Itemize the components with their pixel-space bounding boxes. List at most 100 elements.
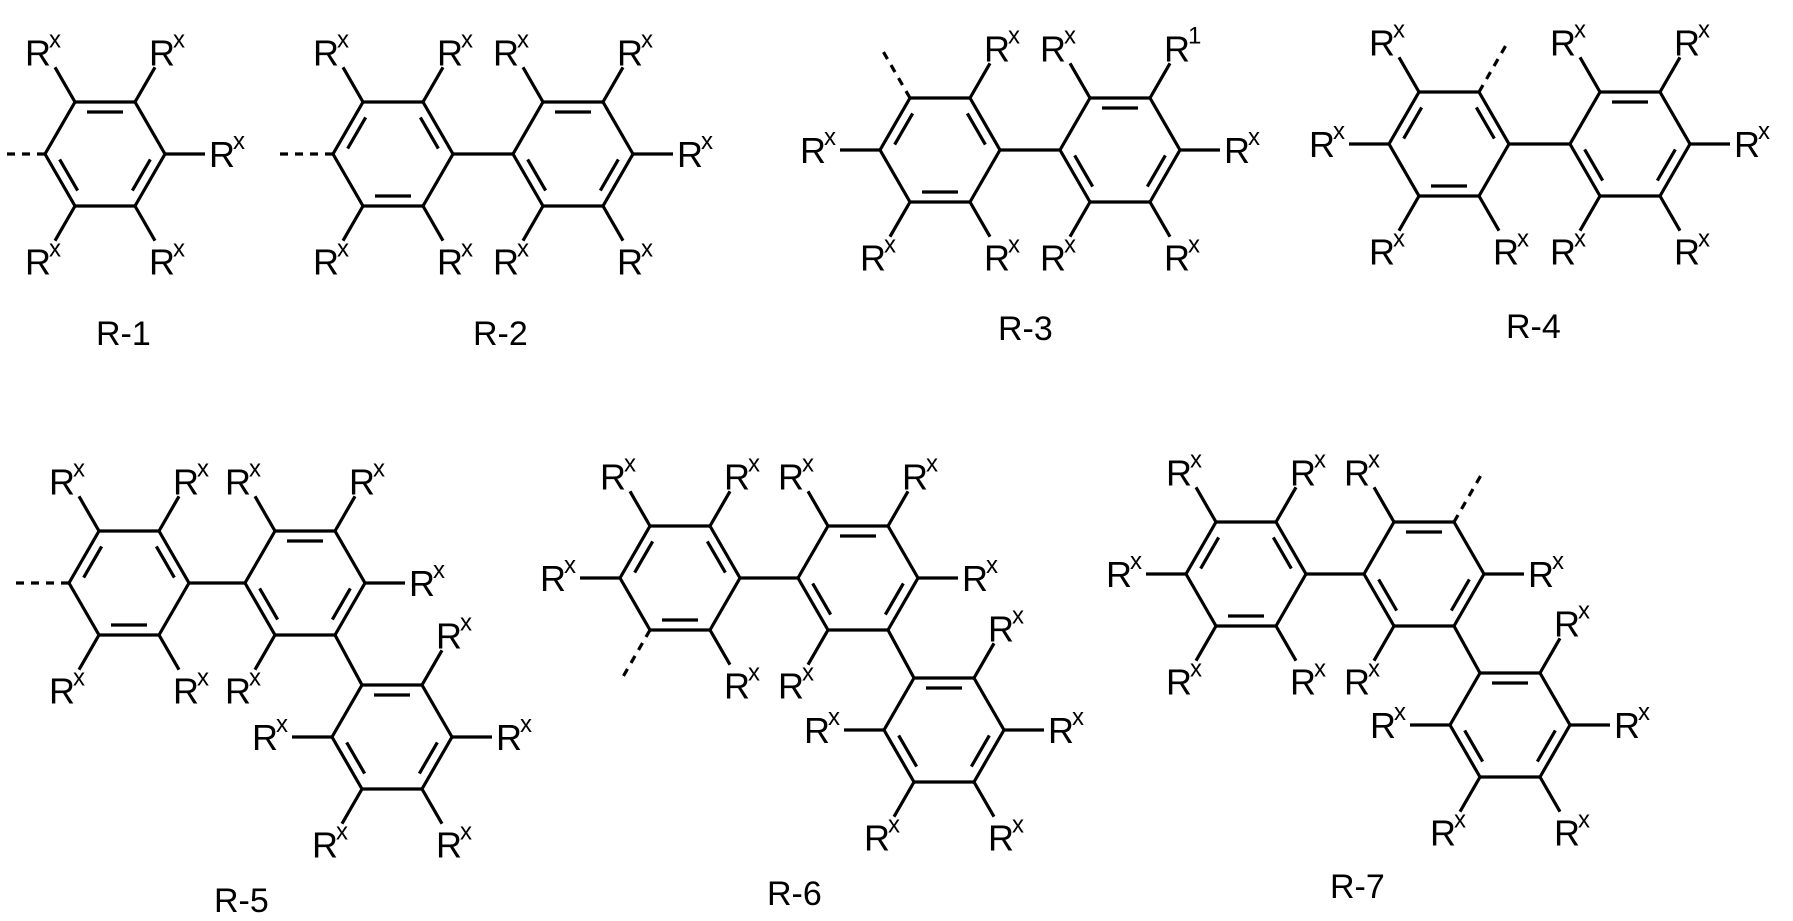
substituent-superscript: x: [824, 124, 836, 151]
substituent-label: R: [1040, 238, 1066, 279]
substituent-superscript: x: [624, 450, 636, 477]
bond: [1274, 573, 1308, 627]
bond: [878, 149, 912, 203]
bond: [633, 540, 655, 574]
bond: [1402, 106, 1424, 140]
bond: [341, 205, 365, 242]
bond: [421, 153, 455, 207]
bond: [806, 490, 830, 527]
substituent-label: R: [677, 134, 703, 175]
bond: [882, 677, 916, 731]
substituent-label: R: [1164, 28, 1190, 69]
substituent-label: R: [1309, 124, 1335, 165]
bond: [1362, 521, 1396, 575]
substituent-superscript: x: [1368, 656, 1380, 683]
bond: [417, 741, 439, 775]
bond: [133, 101, 167, 155]
bond: [420, 684, 454, 738]
substituent-label: R: [1106, 554, 1132, 595]
substituent-superscript: x: [1368, 446, 1380, 473]
bond: [77, 495, 101, 532]
bond: [67, 530, 101, 584]
substituent-label: R: [988, 818, 1014, 859]
bond: [1148, 62, 1172, 99]
attachment-bond: [1477, 43, 1508, 93]
substituent-superscript: x: [1578, 807, 1590, 834]
substituent-label: R: [149, 32, 175, 73]
bond: [1535, 729, 1557, 763]
substituent-label: R: [25, 32, 51, 73]
substituent-superscript: x: [433, 557, 445, 584]
bond: [133, 66, 157, 103]
substituent-superscript: x: [1454, 807, 1466, 834]
bond: [1387, 91, 1421, 145]
substituent-superscript: x: [73, 455, 85, 482]
substituent-superscript: x: [1008, 232, 1020, 259]
substituent-superscript: x: [1517, 226, 1529, 253]
bond: [331, 153, 365, 207]
bond: [618, 525, 652, 579]
bond: [331, 101, 365, 155]
substituent-label: R: [493, 242, 519, 283]
substituent-superscript: x: [73, 665, 85, 692]
substituent-superscript: x: [1758, 118, 1770, 145]
substituent-superscript: x: [1698, 226, 1710, 253]
substituent-label: R: [724, 666, 750, 707]
bond: [968, 62, 992, 99]
substituent-label: R: [209, 134, 235, 175]
bond: [43, 153, 77, 207]
substituent-superscript: x: [1638, 699, 1650, 726]
bond: [708, 629, 732, 666]
bond: [601, 66, 625, 103]
substituent-label: R: [984, 28, 1010, 69]
bond: [43, 101, 77, 155]
bond: [330, 684, 364, 738]
substituent-label: R: [225, 461, 251, 502]
bond: [1372, 486, 1396, 523]
bond: [1538, 724, 1572, 778]
substituent-label: R: [1550, 22, 1576, 63]
bond: [882, 729, 916, 783]
bond: [892, 781, 916, 818]
substituent-superscript: x: [1393, 226, 1405, 253]
substituent-superscript: x: [701, 128, 713, 155]
substituent-superscript: x: [276, 711, 288, 738]
bond: [708, 525, 742, 579]
substituent-label: R: [1048, 710, 1074, 751]
substituent-superscript: x: [249, 665, 261, 692]
bond: [601, 101, 635, 155]
substituent-label: R: [800, 130, 826, 171]
bond: [421, 66, 445, 103]
bond: [1397, 56, 1421, 93]
substituent-superscript: x: [1188, 232, 1200, 259]
bond: [53, 66, 77, 103]
bond: [1578, 56, 1602, 93]
substituent-superscript: x: [460, 819, 472, 846]
bond: [1448, 724, 1482, 778]
bond: [58, 158, 80, 192]
substituent-superscript: x: [1012, 602, 1024, 629]
bond: [601, 205, 625, 242]
bond: [1068, 62, 1092, 99]
attachment-bond: [881, 49, 912, 99]
substituent-label: R: [1166, 452, 1192, 493]
bond: [1372, 625, 1396, 662]
bond: [1194, 625, 1218, 662]
bond: [333, 495, 357, 532]
substituent-label: R: [149, 242, 175, 283]
substituent-superscript: x: [1574, 16, 1586, 43]
caption-r4: R-4: [1506, 308, 1561, 346]
substituent-label: R: [1430, 813, 1456, 854]
bond: [1148, 149, 1182, 203]
bond: [253, 634, 277, 671]
substituent-superscript: x: [1064, 22, 1076, 49]
substituent-label: R: [1040, 28, 1066, 69]
bond: [1568, 91, 1602, 145]
bond: [1058, 149, 1092, 203]
substituent-label: R: [313, 32, 339, 73]
